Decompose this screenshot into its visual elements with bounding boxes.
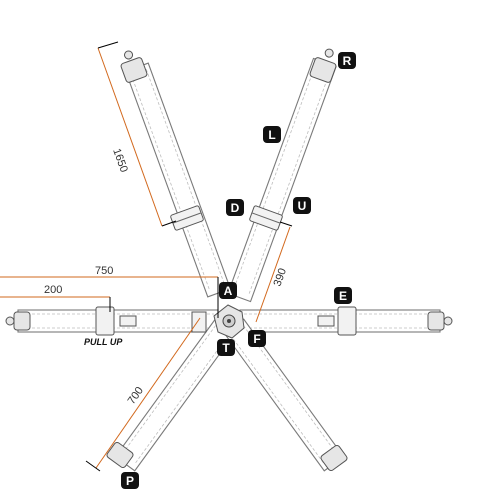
left-crotch-adjuster [191, 311, 207, 333]
dimension-750: 750 [0, 265, 219, 318]
left-lap-belt [17, 309, 219, 333]
svg-text:P: P [126, 474, 134, 488]
right-crotch-strap [223, 318, 345, 472]
svg-text:L: L [268, 128, 275, 142]
badge-f: F [248, 330, 266, 347]
pull-up-note: PULL UP [84, 337, 123, 347]
left-crotch-end-fitting [106, 441, 134, 469]
right-lap-end-fitting [427, 311, 453, 331]
cam-lock-buckle [213, 304, 245, 339]
badge-p: P [121, 472, 139, 489]
left-shoulder-end-fitting [120, 50, 148, 83]
right-shoulder-strap [227, 57, 337, 303]
badge-u: U [293, 197, 311, 214]
badge-t: T [217, 339, 235, 356]
left-shoulder-adjuster [170, 205, 204, 231]
dimension-1650-label: 1650 [110, 147, 130, 174]
dimension-390-label: 390 [272, 267, 290, 288]
dimension-750-label: 750 [95, 265, 113, 277]
left-shoulder-strap [124, 62, 232, 298]
badge-a: A [219, 282, 237, 299]
dimension-700-label: 700 [126, 385, 146, 407]
right-shoulder-end-fitting [309, 48, 337, 83]
svg-text:E: E [339, 289, 347, 303]
badge-e: E [334, 287, 352, 304]
svg-text:U: U [298, 199, 307, 213]
svg-text:A: A [224, 284, 233, 298]
right-shoulder-adjuster [249, 205, 283, 231]
right-crotch-end-fitting [320, 444, 348, 472]
badge-d: D [226, 199, 244, 216]
left-lap-end-fitting [5, 311, 31, 331]
dimension-390: 390 [255, 221, 293, 323]
svg-text:T: T [222, 341, 230, 355]
left-lap-adjuster [95, 306, 137, 336]
dimension-200: 200 [0, 284, 111, 312]
dimension-1650-line [97, 47, 163, 227]
svg-text:R: R [343, 54, 352, 68]
right-lap-adjuster [317, 306, 357, 336]
svg-text:D: D [231, 201, 240, 215]
dimension-200-label: 200 [44, 284, 62, 296]
badge-l: L [263, 126, 281, 143]
badge-r: R [338, 52, 356, 69]
svg-text:F: F [253, 332, 260, 346]
